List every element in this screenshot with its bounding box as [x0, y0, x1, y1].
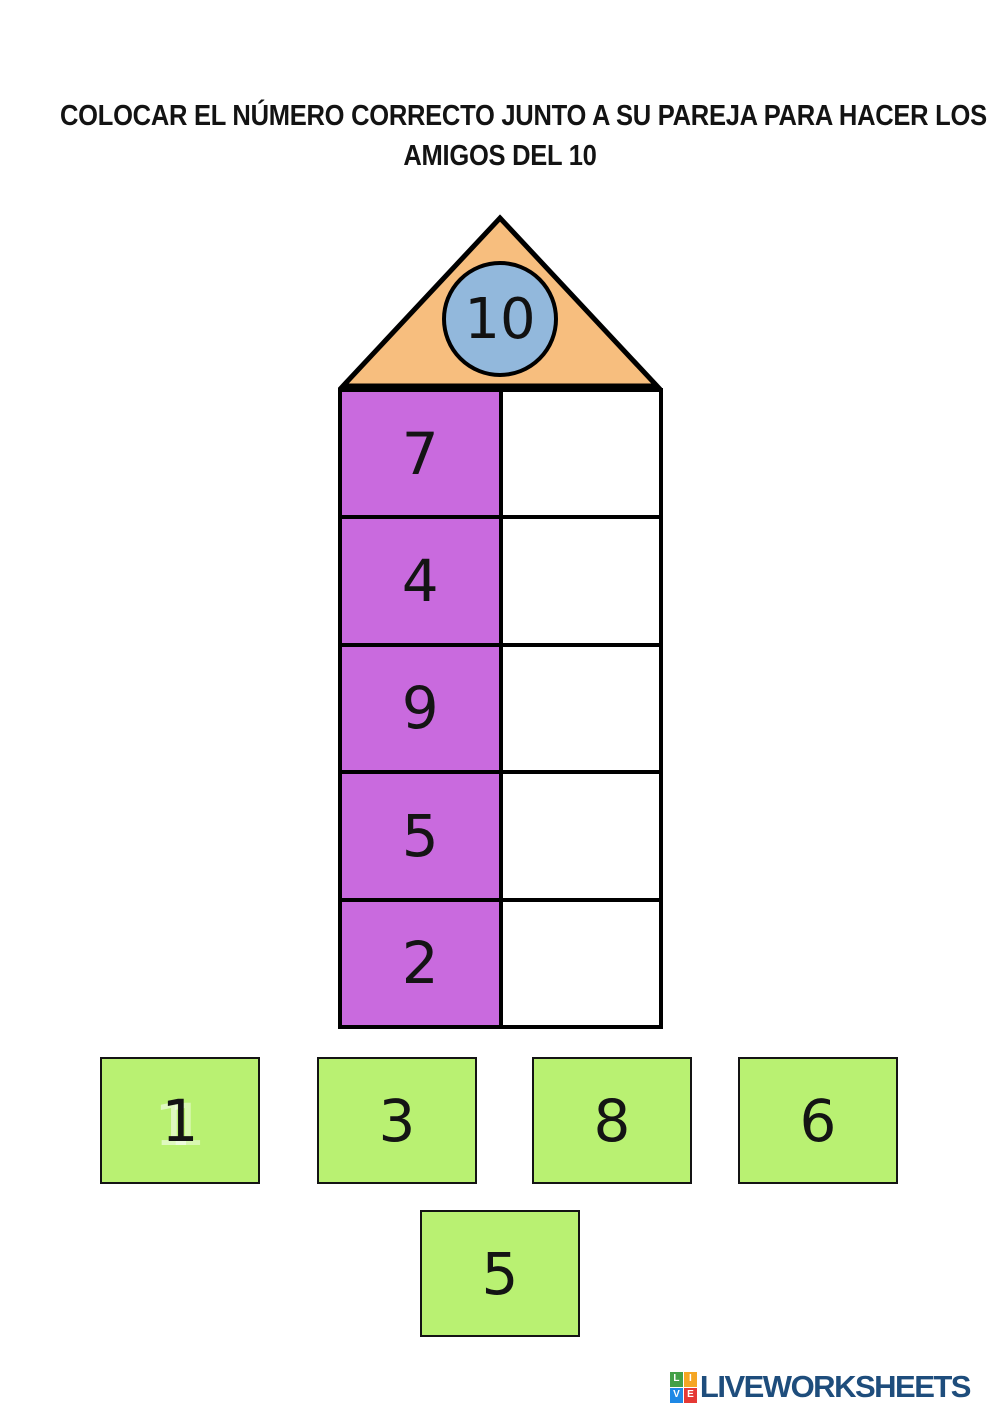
logo-square-e: E [683, 1387, 697, 1403]
liveworksheets-logo-text: LIVEWORKSHEETS [699, 1369, 972, 1404]
target-number-circle: 10 [442, 261, 558, 377]
target-number-label: 10 [464, 286, 536, 352]
given-number-cell: 5 [342, 774, 499, 898]
page-title: COLOCAR EL NÚMERO CORRECTO JUNTO A SU PA… [60, 96, 987, 176]
number-tile-label: 8 [593, 1086, 631, 1155]
answer-drop-cell[interactable] [502, 774, 659, 898]
liveworksheets-logo[interactable]: L I V E LIVEWORKSHEETS [669, 1369, 972, 1404]
number-tile[interactable]: 3 [317, 1057, 477, 1184]
given-number-cell: 7 [342, 392, 499, 516]
page-title-line2: AMIGOS DEL 10 [403, 140, 597, 172]
number-tile[interactable]: 5 [420, 1210, 580, 1337]
number-tile[interactable]: 6 [738, 1057, 898, 1184]
answer-drop-cell[interactable] [502, 519, 659, 643]
number-tile-label: 6 [799, 1086, 837, 1155]
pairs-table: 7 4 9 5 2 [338, 388, 663, 1029]
liveworksheets-logo-icon: L I V E [669, 1371, 697, 1403]
answer-drop-cell[interactable] [502, 646, 659, 771]
number-tile[interactable]: 8 [532, 1057, 692, 1184]
given-number-cell: 4 [342, 519, 499, 643]
logo-square-i: I [683, 1371, 697, 1387]
number-tile[interactable]: 1 [100, 1057, 260, 1184]
number-tile-label: 1 [161, 1086, 199, 1155]
logo-square-v: V [669, 1387, 683, 1403]
answer-drop-cell[interactable] [502, 392, 659, 516]
number-tile-label: 3 [378, 1086, 416, 1155]
logo-square-l: L [669, 1371, 683, 1387]
number-tile-label: 5 [481, 1239, 519, 1308]
answer-drop-cell[interactable] [502, 901, 659, 1025]
given-number-cell: 9 [342, 646, 499, 771]
given-number-cell: 2 [342, 901, 499, 1025]
page-title-line1: COLOCAR EL NÚMERO CORRECTO JUNTO A SU PA… [60, 100, 987, 132]
